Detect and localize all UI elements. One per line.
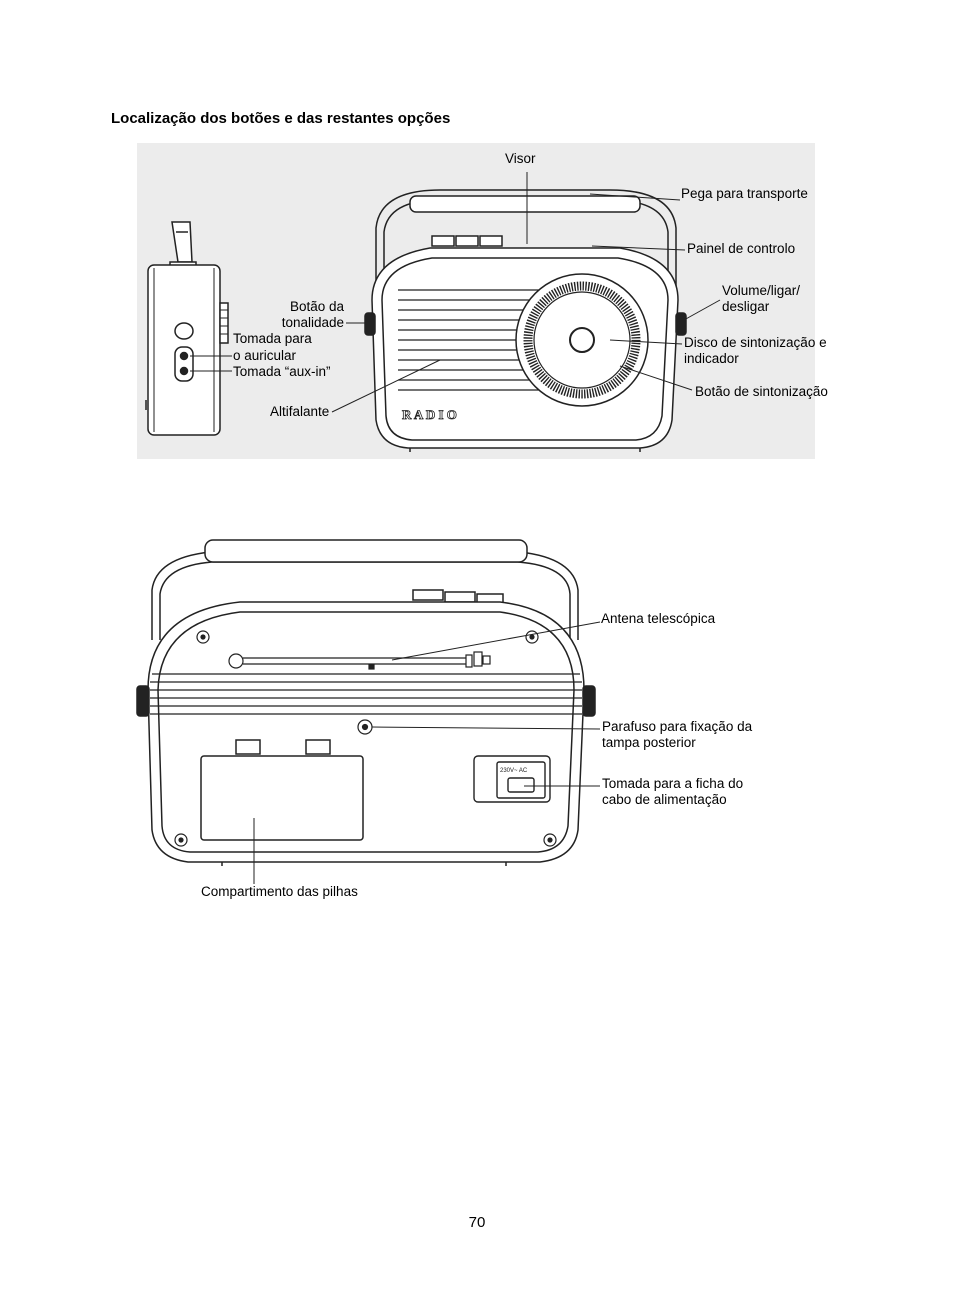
label-tomada-line2: cabo de alimentação <box>602 792 727 807</box>
page-title: Localização dos botões e das restantes o… <box>111 110 451 127</box>
back-leader-lines <box>253 621 601 884</box>
page-number: 70 <box>468 1214 486 1231</box>
tuning-dial <box>515 273 649 407</box>
label-aux-in: Tomada “aux-in” <box>233 364 331 379</box>
label-tomada-line1: Tomada para a ficha do <box>602 776 744 791</box>
battery-compartment <box>200 739 364 841</box>
label-tonalidade-line2: tonalidade <box>281 315 344 330</box>
ac-socket-rating: 230V~ AC <box>500 768 528 774</box>
label-parafuso-line1: Parafuso para fixação da <box>602 719 753 734</box>
label-antena: Antena telescópica <box>601 611 716 626</box>
label-altifalante: Altifalante <box>270 404 330 419</box>
label-tonalidade-line1: Botão da <box>289 299 344 314</box>
label-visor: Visor <box>505 151 536 166</box>
front-leader-lines <box>331 172 721 413</box>
label-compartimento-pilhas: Compartimento das pilhas <box>201 884 358 899</box>
label-painel-controlo: Painel de controlo <box>687 241 796 256</box>
label-botao-sintonizacao: Botão de sintonização <box>695 384 828 399</box>
ac-power-socket <box>473 755 551 803</box>
radio-badge: R A D I O <box>402 407 457 422</box>
telescopic-antenna <box>228 651 491 670</box>
label-parafuso-line2: tampa posterior <box>602 735 696 750</box>
label-pega-transporte: Pega para transporte <box>681 186 808 201</box>
label-disco-line1: Disco de sintonização e <box>684 335 827 350</box>
label-auricular-line2: o auricular <box>233 348 297 363</box>
label-auricular-line1: Tomada para <box>233 331 312 346</box>
side-view-radio <box>145 221 229 436</box>
label-volume-line2: desligar <box>722 299 770 314</box>
speaker-grille <box>398 289 556 391</box>
label-volume-line1: Volume/ligar/ <box>722 283 801 298</box>
label-disco-line2: indicador <box>684 351 739 366</box>
back-ribs <box>150 673 582 715</box>
